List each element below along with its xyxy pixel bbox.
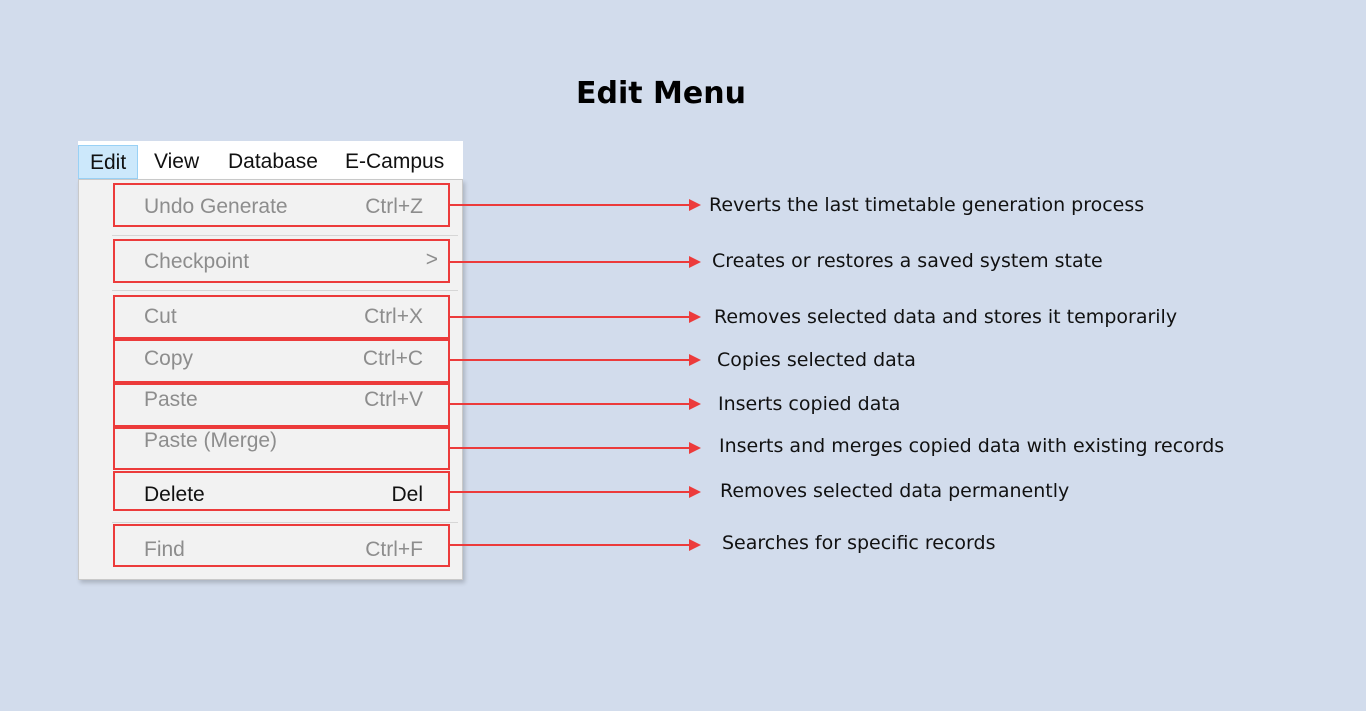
separator xyxy=(112,290,458,291)
menu-item-shortcut: Ctrl+Z xyxy=(365,195,423,218)
highlight-box-checkpoint xyxy=(113,239,450,283)
annotation-undo-generate: Reverts the last timetable generation pr… xyxy=(709,194,1145,216)
arrow-head-icon xyxy=(689,398,701,410)
highlight-box-undo-generate xyxy=(113,183,450,227)
annotation-copy: Copies selected data xyxy=(717,349,916,371)
menu-item-shortcut: Del xyxy=(391,483,423,506)
separator xyxy=(112,522,458,523)
edit-dropdown-menu: Undo Generate Ctrl+Z Checkpoint > Cut Ct… xyxy=(78,179,463,580)
menu-item-label: Find xyxy=(144,538,185,561)
highlight-box-cut xyxy=(113,295,450,339)
arrow-head-icon xyxy=(689,311,701,323)
highlight-box-delete xyxy=(113,471,450,511)
page-title: Edit Menu xyxy=(576,76,746,111)
menu-item-label: Paste (Merge) xyxy=(144,429,278,452)
menu-item-label: Paste xyxy=(144,388,198,411)
arrow-head-icon xyxy=(689,486,701,498)
chevron-right-icon: > xyxy=(425,248,438,271)
menu-database[interactable]: Database xyxy=(228,150,318,173)
menu-item-shortcut: Ctrl+X xyxy=(364,305,423,328)
annotation-checkpoint: Creates or restores a saved system state xyxy=(712,250,1103,272)
annotation-find: Searches for specific records xyxy=(722,532,996,554)
menu-item-label: Checkpoint xyxy=(144,250,250,273)
arrow-head-icon xyxy=(689,199,701,211)
arrow-head-icon xyxy=(689,539,701,551)
highlight-box-paste xyxy=(113,383,450,427)
menu-item-label: Delete xyxy=(144,483,205,506)
menu-item-shortcut: Ctrl+F xyxy=(365,538,423,561)
arrow-head-icon xyxy=(689,442,701,454)
menu-edit[interactable]: Edit xyxy=(78,145,139,179)
annotation-cut: Removes selected data and stores it temp… xyxy=(714,306,1178,328)
separator xyxy=(112,235,458,236)
menu-view[interactable]: View xyxy=(154,150,200,173)
highlight-box-find xyxy=(113,524,450,567)
menu-item-label: Copy xyxy=(144,347,194,370)
annotation-delete: Removes selected data permanently xyxy=(720,480,1070,502)
highlight-box-copy xyxy=(113,339,450,383)
arrow-head-icon xyxy=(689,256,701,268)
menu-item-shortcut: Ctrl+V xyxy=(364,388,423,411)
annotation-paste-merge: Inserts and merges copied data with exis… xyxy=(719,435,1225,457)
annotation-paste: Inserts copied data xyxy=(718,393,901,415)
menu-e-campus[interactable]: E-Campus xyxy=(345,150,445,173)
menu-item-label: Undo Generate xyxy=(144,195,288,218)
menu-bar: Edit View Database E-Campus xyxy=(78,141,463,179)
arrow-head-icon xyxy=(689,354,701,366)
menu-item-shortcut: Ctrl+C xyxy=(362,347,423,370)
menu-item-label: Cut xyxy=(144,305,177,328)
highlight-box-paste-merge xyxy=(113,427,450,470)
